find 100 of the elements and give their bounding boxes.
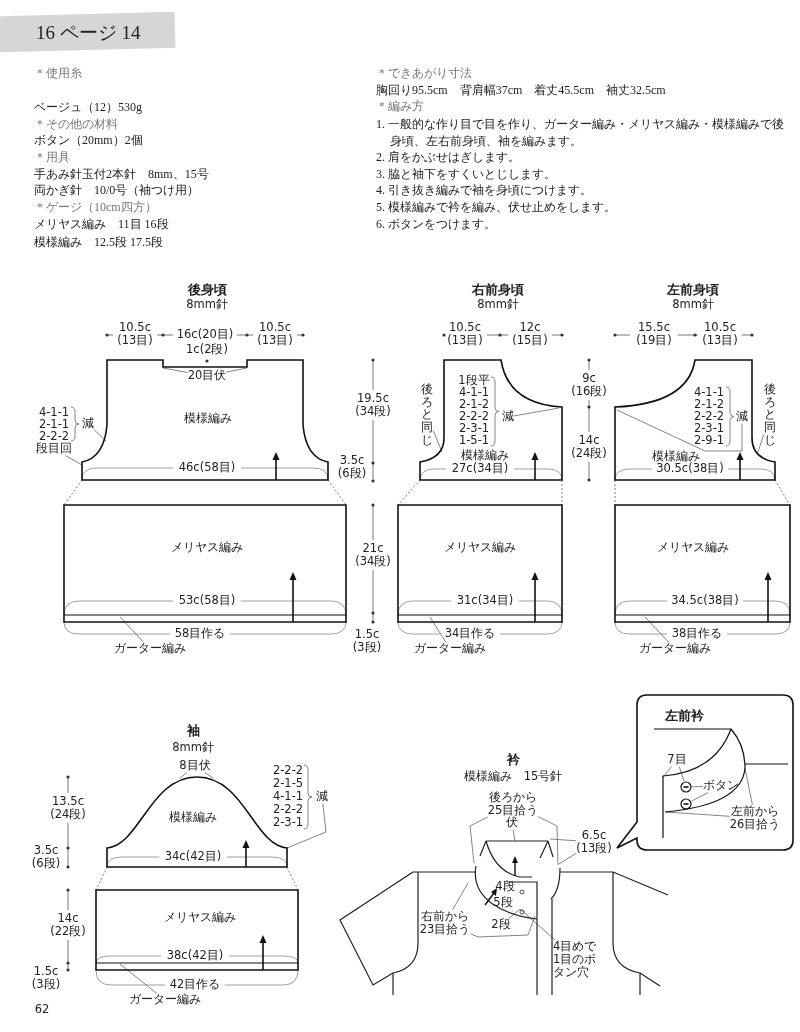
- note-text: 5. 模様編みで衿を編み、伏せ止めをします。: [376, 201, 616, 215]
- measurement-text: 34c(42目): [164, 850, 222, 864]
- measurement-text: 模様編み 15号針: [463, 770, 563, 784]
- piece-heading: 袖: [186, 723, 200, 739]
- measurement-text: 4-1-1: [693, 386, 725, 400]
- leader-line: [616, 409, 743, 452]
- guide-line: [63, 479, 83, 506]
- annotation-text: 20目伏: [187, 369, 227, 383]
- measurement-text: 3.5c (6段): [31, 843, 61, 871]
- guide-line: [327, 479, 347, 506]
- measurement-text: 34.5c(38目): [671, 594, 739, 608]
- leader-line: [757, 434, 765, 453]
- leader-line: [744, 767, 753, 806]
- panel-title: 左前衿: [664, 708, 704, 724]
- measurement-text: 2-1-2: [458, 398, 490, 412]
- instruction-step: 1. 一般的な作り目で目を作り、ガーター編み・メリヤス編み・模様編みで後身頃、左右前身頃、袖を編みます。: [376, 116, 795, 150]
- stitch-label: メリヤス編み: [171, 541, 243, 555]
- measurement-text: 1-5-1: [458, 434, 490, 448]
- section-heading: ＊ゲージ（10cm四方）: [34, 201, 157, 215]
- stitch-label: 模様編み: [461, 449, 509, 463]
- stitch-label: メリヤス編み: [444, 541, 516, 555]
- annotation-text: 2段: [491, 918, 511, 932]
- measurement-text: 1c(2段): [186, 343, 228, 357]
- front-piece-lower: [398, 505, 562, 622]
- annotation-text: 4目めで1目のボタン穴: [553, 940, 603, 980]
- note-text: 4. 引き抜き編みで袖を身頃につけます。: [376, 184, 592, 198]
- section-heading: ＊用具: [34, 151, 70, 165]
- leader-line: [691, 792, 709, 802]
- annotation-text: 右前から 23目拾う: [419, 909, 471, 937]
- note-text: 2. 肩をかぶせはぎします。: [376, 151, 520, 165]
- leader-line: [512, 829, 516, 842]
- measurement-text: 10.5c (13目): [117, 320, 153, 348]
- measurement-text: 38目作る: [671, 627, 723, 641]
- measurement-text: 2-1-1: [38, 418, 70, 432]
- measurement-text: 2-3-1: [693, 422, 725, 436]
- piece-heading: 右前身頃: [472, 282, 524, 298]
- section-heading: ＊できあがり寸法: [376, 67, 472, 81]
- measurement-text: 9c (16段): [571, 371, 607, 399]
- leader-line: [93, 429, 107, 442]
- sleeve-piece-lower: [96, 890, 298, 970]
- measurement-text: 8mm針: [672, 298, 714, 312]
- annotation-text: 左前から 26目拾う: [729, 804, 781, 832]
- measurement-text: 4段: [495, 880, 515, 894]
- note-text: メリヤス編み 11目 16段: [34, 218, 169, 232]
- leader-line: [537, 816, 559, 866]
- measurement-text: 13.5c (24段): [50, 794, 86, 822]
- annotation-text: 減: [316, 790, 328, 804]
- annotation-text: ガーター編み: [639, 642, 711, 656]
- piece-heading: 衿: [506, 752, 520, 768]
- front-piece-lower: [615, 505, 790, 622]
- page-title: 16 ページ 14: [36, 22, 141, 44]
- leader-line: [469, 816, 489, 864]
- stitch-label: 模様編み: [169, 811, 217, 825]
- leader-line: [662, 766, 672, 778]
- measurement-text: 2-2-2: [693, 410, 725, 424]
- note-text: 6. ボタンをつけます。: [376, 218, 496, 232]
- annotation-text: 8目伏: [179, 759, 211, 773]
- back-piece-upper: [82, 360, 328, 480]
- measurement-text: 10.5c (13目): [257, 320, 293, 348]
- annotation-text: 後ろと同じ: [763, 383, 777, 447]
- annotation-text: 後ろと同じ: [420, 383, 434, 447]
- stitch-label: 模様編み: [652, 450, 700, 464]
- note-text: 模様編み 12.5段 17.5段: [34, 236, 163, 250]
- leader-line: [429, 616, 447, 643]
- note-text: ボタン（20mm）2個: [34, 134, 143, 148]
- note-text: 両かぎ針 10/0号（袖つけ用）: [34, 184, 200, 198]
- leader-line: [558, 852, 577, 865]
- measurement-text: 5段: [493, 896, 513, 910]
- measurement-text: 4-1-1: [272, 790, 304, 804]
- measurement-text: 2-3-1: [458, 422, 490, 436]
- measurement-text: 8mm針: [477, 298, 519, 312]
- measurement-text: 2-1-2: [693, 398, 725, 412]
- piece-heading: 後身頃: [187, 282, 227, 298]
- stitch-label: メリヤス編み: [657, 541, 729, 555]
- section-heading: ＊編み方: [376, 100, 424, 114]
- front-piece-upper: [615, 360, 775, 480]
- measurement-text: 10.5c (13目): [447, 320, 483, 348]
- annotation-text: ガーター編み: [114, 642, 186, 656]
- measurement-text: 4-1-1: [38, 406, 70, 420]
- annotation-text: 減: [502, 410, 514, 424]
- leader-line: [119, 963, 158, 994]
- leader-line: [549, 838, 577, 842]
- leader-line: [644, 616, 670, 643]
- measurement-text: 14c (24段): [571, 433, 607, 461]
- front-piece-upper: [420, 360, 562, 480]
- piece-heading: 左前身頃: [667, 282, 719, 298]
- guide-line: [397, 479, 421, 506]
- measurement-text: 30.5c(38目): [656, 462, 724, 476]
- cardigan-drawing: [338, 838, 670, 998]
- measurement-text: 16c(20目): [176, 328, 234, 342]
- annotation-text: 伏: [506, 816, 518, 830]
- annotation-text: 段目回: [36, 442, 72, 456]
- annotation-text: 6.5c (13段): [576, 828, 612, 856]
- annotation-text: 減: [736, 410, 748, 424]
- measurement-text: 1.5c (3段): [31, 964, 61, 992]
- annotation-text: 減: [82, 417, 94, 431]
- measurement-text: 12c (15目): [512, 320, 548, 348]
- leader-line: [513, 407, 560, 417]
- measurement-text: 34目作る: [444, 627, 496, 641]
- measurement-text: 1.5c (3段): [352, 627, 382, 655]
